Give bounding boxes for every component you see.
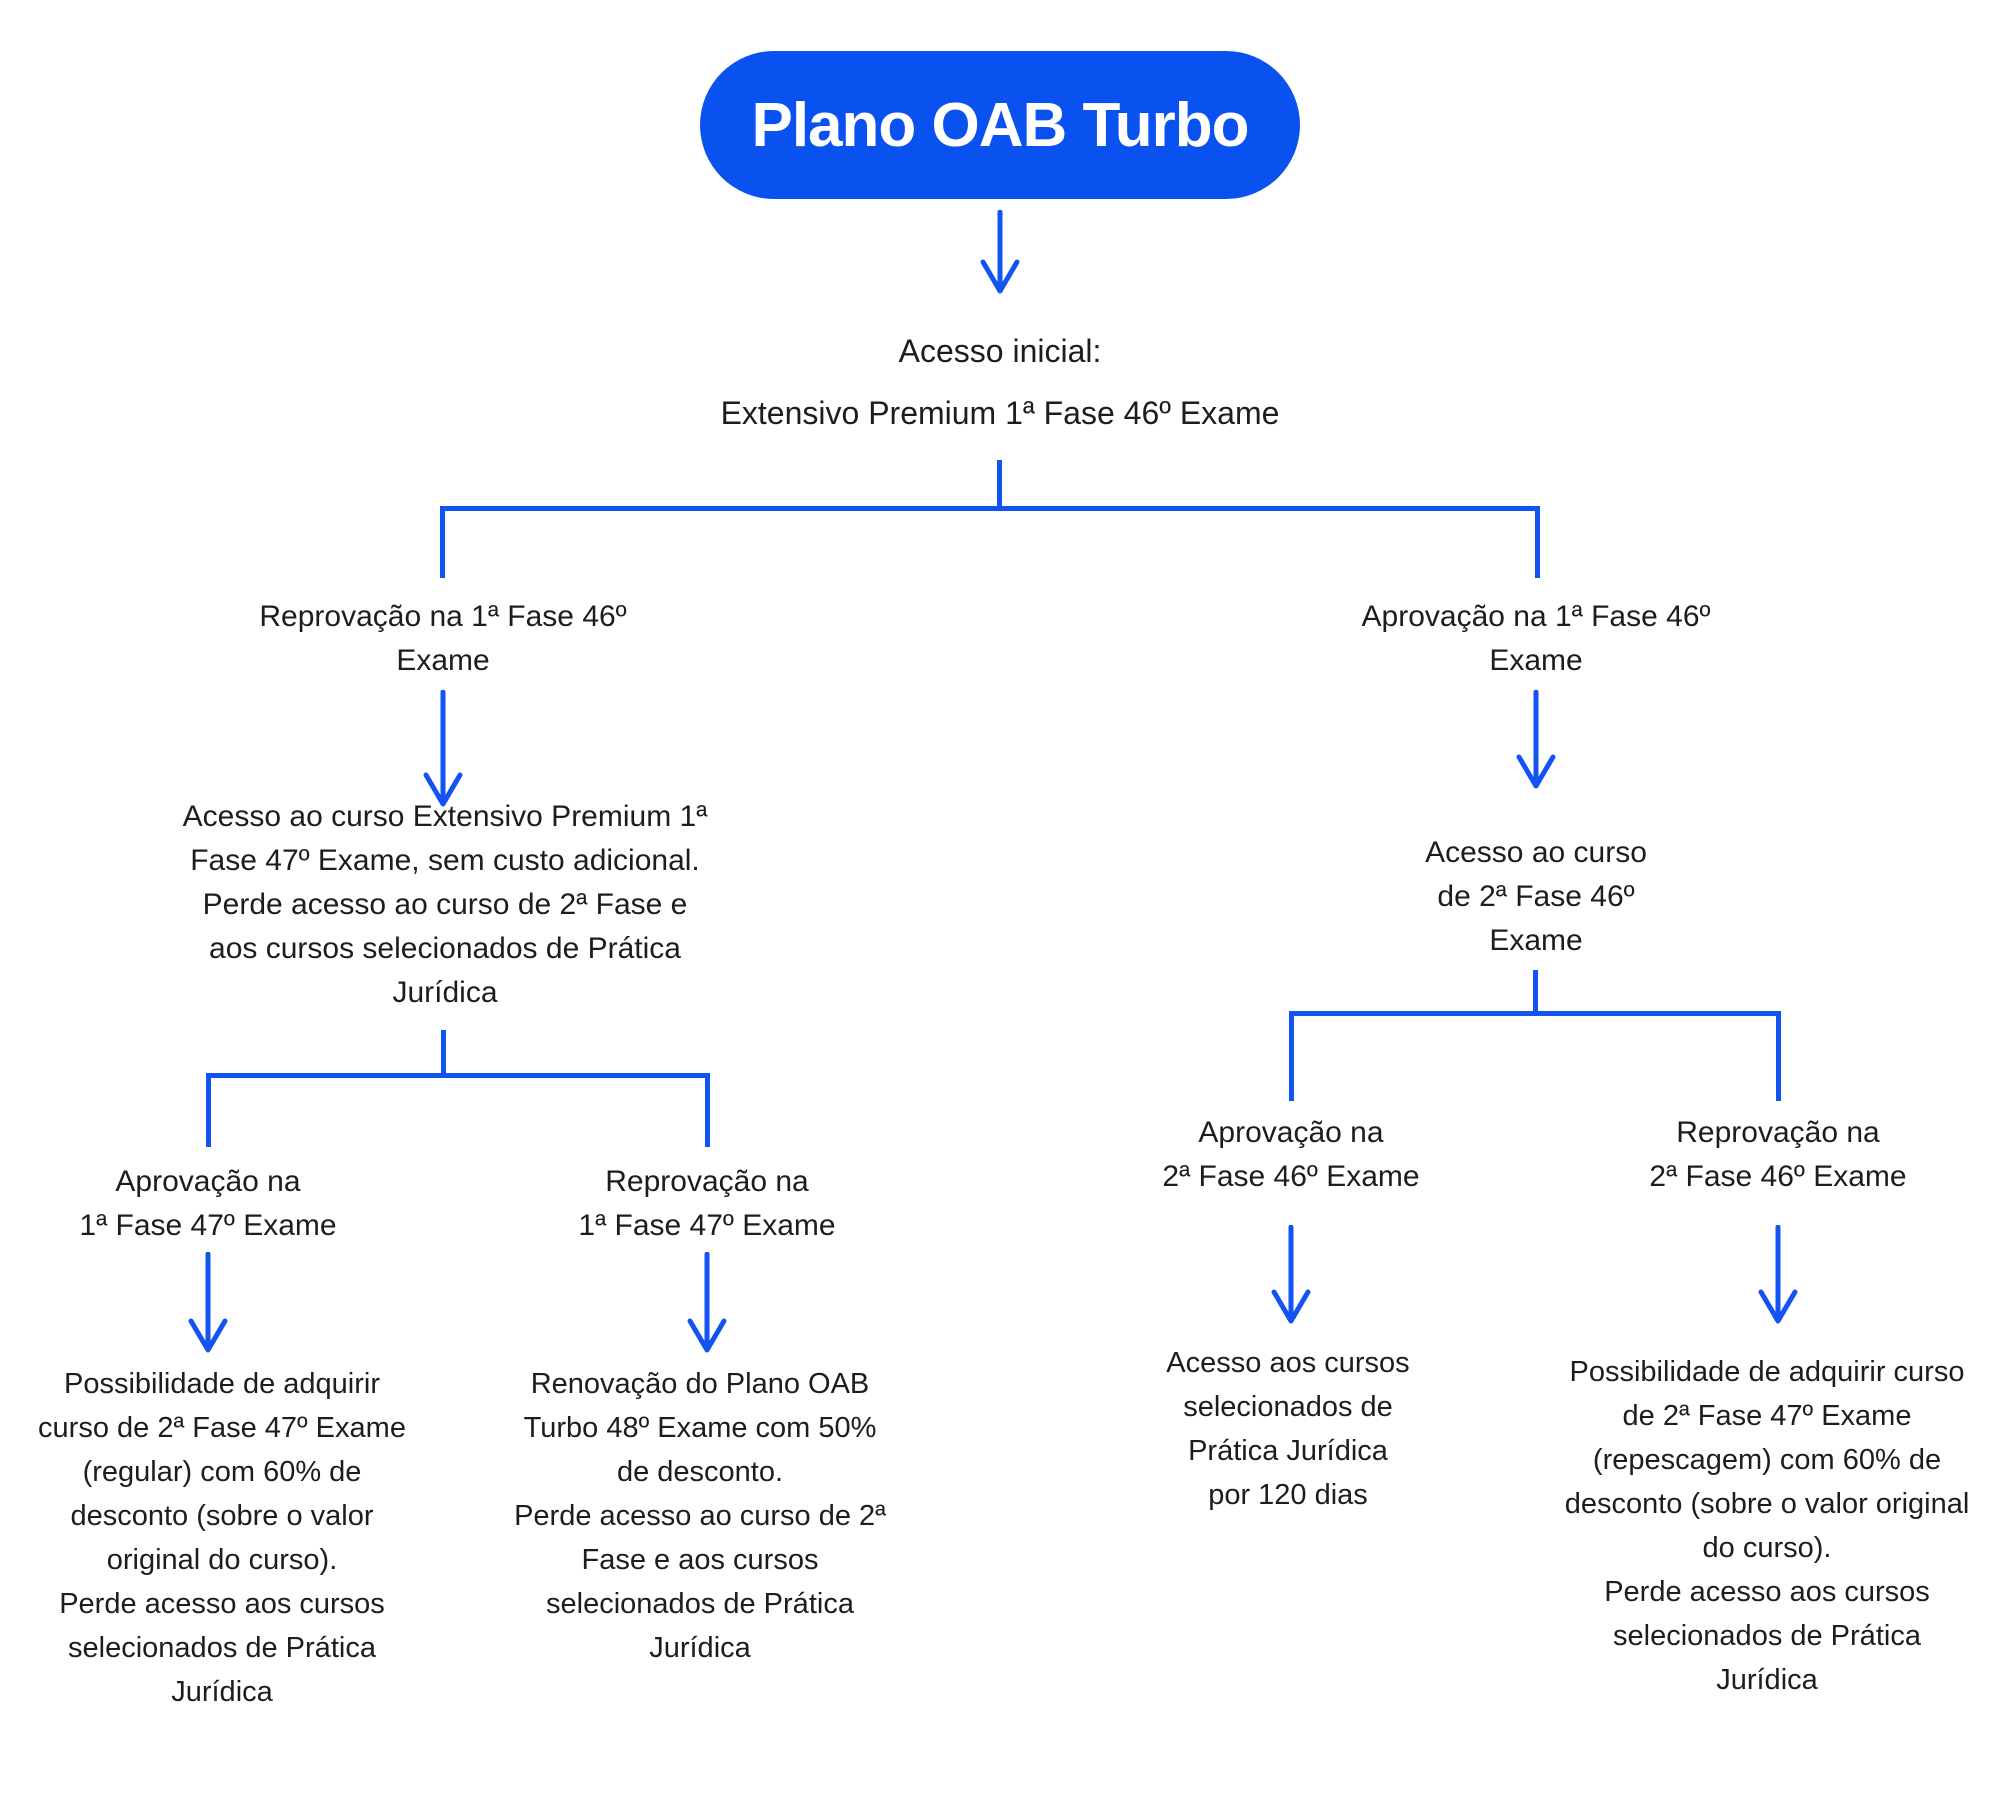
down-arrow-right-branch — [1516, 690, 1556, 789]
down-arrow-left-right — [687, 1252, 727, 1353]
condition-pass-2fase-46: Aprovação na 2ª Fase 46º Exame — [1162, 1116, 1420, 1193]
down-arrow-right-right — [1758, 1225, 1798, 1324]
connector-left-drop-right — [705, 1073, 710, 1147]
outcome-fail-2fase-46: Possibilidade de adquirir curso de 2ª Fa… — [1564, 1356, 1970, 1696]
down-arrow-left-left — [188, 1252, 228, 1353]
outcome-right-description: Acesso ao curso de 2ª Fase 46º Exame — [1425, 836, 1647, 957]
connector-root-bar — [440, 506, 1540, 511]
connector-left-stub — [441, 1030, 446, 1078]
outcome-fail-1fase-47: Renovação do Plano OAB Turbo 48º Exame c… — [514, 1368, 886, 1664]
connector-left-bar — [206, 1073, 710, 1078]
outcome-left-description: Acesso ao curso Extensivo Premium 1ª Fas… — [182, 800, 708, 1009]
connector-right-drop-left — [1289, 1011, 1294, 1101]
title-label: Plano OAB Turbo — [751, 90, 1249, 160]
connector-root-stub — [997, 460, 1002, 510]
condition-pass-1fase-47: Aprovação na 1ª Fase 47º Exame — [79, 1165, 337, 1242]
connector-root-drop-left — [440, 506, 445, 578]
connector-root-drop-right — [1535, 506, 1540, 578]
connector-left-drop-left — [206, 1073, 211, 1147]
title-pill: Plano OAB Turbo — [700, 51, 1300, 199]
down-arrow-left-branch — [423, 690, 463, 807]
condition-fail-1fase-46: Reprovação na 1ª Fase 46º Exame — [259, 600, 627, 677]
root-node: Acesso inicial: Extensivo Premium 1ª Fas… — [720, 333, 1280, 431]
down-arrow-root — [980, 210, 1020, 294]
down-arrow-right-left — [1271, 1225, 1311, 1324]
connector-right-stub — [1533, 970, 1538, 1016]
outcome-pass-2fase-46: Acesso aos cursos selecionados de Prátic… — [1166, 1347, 1410, 1511]
condition-fail-1fase-47: Reprovação na 1ª Fase 47º Exame — [578, 1165, 836, 1242]
outcome-pass-1fase-47: Possibilidade de adquirir curso de 2ª Fa… — [38, 1368, 406, 1708]
connector-right-drop-right — [1776, 1011, 1781, 1101]
condition-fail-2fase-46: Reprovação na 2ª Fase 46º Exame — [1649, 1116, 1907, 1193]
condition-pass-1fase-46: Aprovação na 1ª Fase 46º Exame — [1361, 600, 1711, 677]
connector-right-bar — [1289, 1011, 1781, 1016]
